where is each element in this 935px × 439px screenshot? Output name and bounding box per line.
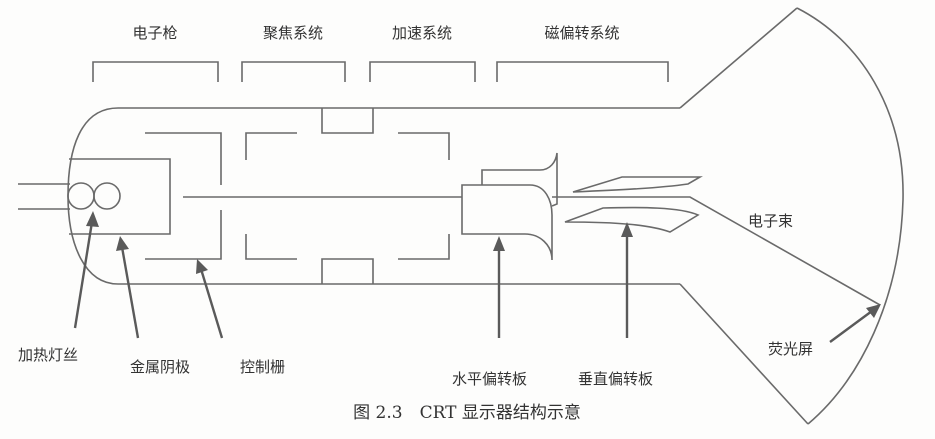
label-focus-system: 聚焦系统: [263, 24, 323, 42]
section-brackets: [92, 61, 669, 82]
label-heater-filament: 加热灯丝: [18, 346, 78, 364]
label-phosphor-screen: 荧光屏: [768, 340, 813, 358]
figure-caption: 图 2.3 CRT 显示器结构示意: [353, 403, 581, 423]
label-control-grid: 控制栅: [240, 358, 285, 376]
horizontal-deflection-plates: [461, 152, 558, 261]
label-acceleration-system: 加速系统: [392, 24, 452, 42]
label-vertical-deflection-plate: 垂直偏转板: [578, 370, 653, 388]
electron-beam-path: [552, 196, 881, 306]
label-metal-cathode: 金属阴极: [130, 358, 190, 376]
metal-cathode: [69, 158, 171, 235]
phosphor-screen: [796, 7, 904, 425]
control-grid: [145, 132, 222, 260]
label-electron-gun: 电子枪: [132, 24, 177, 42]
label-magnetic-deflection-system: 磁偏转系统: [544, 24, 619, 42]
heater-filament: [18, 182, 121, 210]
vertical-deflection-plates: [564, 176, 703, 233]
label-electron-beam: 电子束: [748, 212, 793, 230]
label-horizontal-deflection-plate: 水平偏转板: [452, 370, 527, 388]
focus-electrodes: [245, 108, 450, 284]
pointer-arrows: [73, 211, 881, 343]
